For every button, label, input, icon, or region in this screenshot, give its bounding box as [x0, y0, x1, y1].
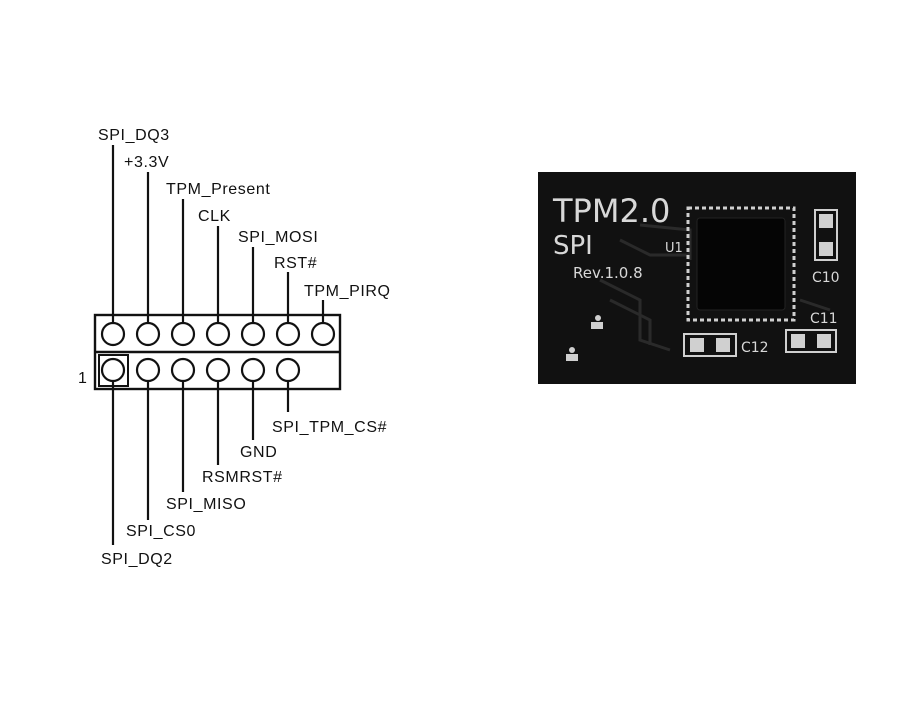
pin-rsmrst — [205, 357, 231, 383]
bottom-labels: SPI_DQ2 SPI_CS0 SPI_MISO RSMRST# GND SPI… — [101, 419, 387, 568]
lock-marks — [566, 315, 603, 361]
capacitor-c12: C12 — [683, 333, 769, 357]
pin-header: 1 — [78, 313, 342, 391]
tpm-chip — [696, 217, 786, 311]
chip-ref-u1: U1 — [665, 241, 683, 256]
pin-spi-dq2 — [100, 357, 126, 383]
label-spi-mosi: SPI_MOSI — [238, 229, 318, 246]
label-spi-dq3: SPI_DQ3 — [98, 127, 170, 144]
top-labels: SPI_DQ3 +3.3V TPM_Present CLK SPI_MOSI R… — [98, 127, 391, 300]
label-c12: C12 — [741, 340, 769, 356]
pin-spi-cs0 — [135, 357, 161, 383]
label-gnd: GND — [240, 444, 277, 461]
label-tpm-pirq: TPM_PIRQ — [304, 283, 391, 300]
label-c11: C11 — [810, 311, 838, 327]
pin-spi-tpm-cs — [275, 357, 301, 383]
tpm-module: TPM2.0 SPI Rev.1.0.8 U1 C10 C11 C12 — [538, 172, 856, 384]
module-interface: SPI — [553, 231, 593, 261]
pin-spi-miso — [170, 357, 196, 383]
pin-rst — [275, 321, 301, 347]
pin1-label: 1 — [78, 370, 88, 387]
pin-spi-mosi — [240, 321, 266, 347]
pin-tpm-present — [170, 321, 196, 347]
label-tpm-present: TPM_Present — [166, 181, 270, 198]
label-clk: CLK — [198, 208, 231, 225]
label-rst: RST# — [274, 255, 317, 272]
label-c10: C10 — [812, 270, 840, 286]
pin-clk — [205, 321, 231, 347]
label-spi-tpm-cs: SPI_TPM_CS# — [272, 419, 387, 436]
pin-tpm-pirq — [310, 321, 336, 347]
label-spi-dq2: SPI_DQ2 — [101, 551, 173, 568]
chip-silkscreen-outline — [686, 206, 796, 322]
label-rsmrst: RSMRST# — [202, 469, 283, 486]
pin-gnd — [240, 357, 266, 383]
label-spi-miso: SPI_MISO — [166, 496, 246, 513]
capacitor-c10: C10 — [812, 209, 840, 286]
pin-3v3 — [135, 321, 161, 347]
capacitor-c11: C11 — [785, 311, 838, 353]
module-title: TPM2.0 — [552, 192, 670, 230]
pcb-traces — [599, 223, 831, 352]
top-leader-lines — [111, 145, 325, 322]
label-3v3: +3.3V — [124, 154, 169, 171]
module-revision: Rev.1.0.8 — [573, 264, 643, 282]
pin-spi-dq3 — [100, 321, 126, 347]
bottom-leader-lines — [111, 382, 290, 545]
label-spi-cs0: SPI_CS0 — [126, 523, 196, 540]
